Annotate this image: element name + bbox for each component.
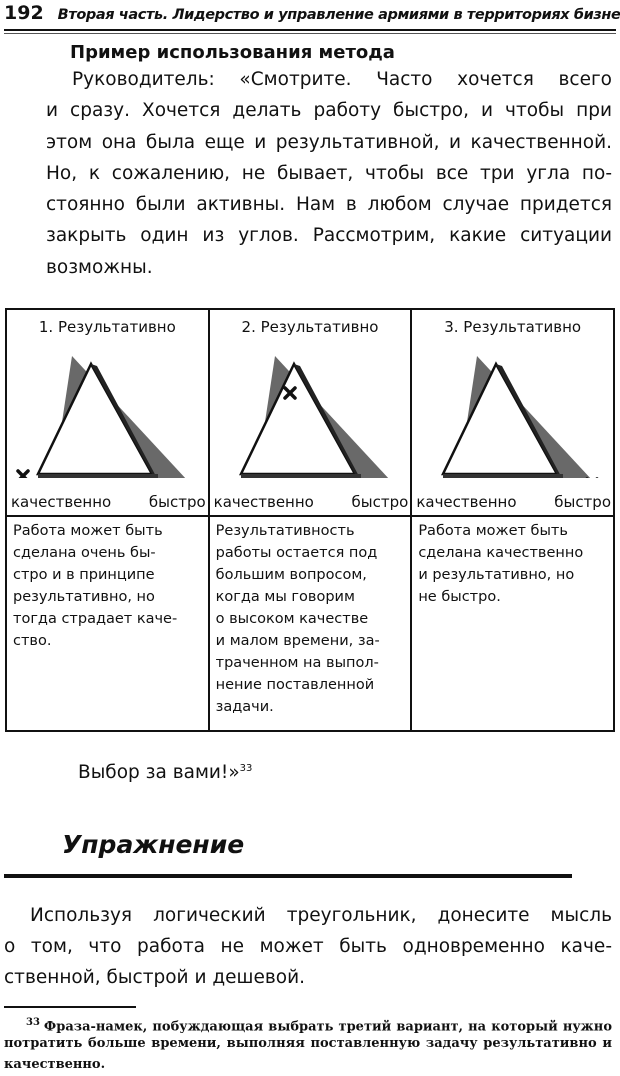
triangle-cell: 1. Результативно качественно быстро (5, 308, 210, 517)
desc-line: ство. (13, 633, 52, 649)
closing-line: Выбор за вами!»33 (78, 762, 252, 783)
desc-line: работы остается под (215, 545, 378, 561)
footnote-rule (4, 1006, 136, 1008)
corner-label-left: качественно (11, 493, 112, 511)
text-line: ственной, быстрой и дешевой. (4, 967, 305, 988)
desc-line: когда мы говорим (215, 589, 355, 605)
text-line: возможны. (46, 256, 153, 278)
text: Фраза-намек, побуждающая выбрать третий … (43, 1019, 612, 1035)
running-header: 192 Вторая часть. Лидерство и управление… (4, 2, 620, 26)
text-line: этом она была еще и результативной, и ка… (46, 131, 612, 153)
example-title: Пример использования метода (70, 42, 395, 63)
desc-line: траченном на выпол- (215, 655, 379, 671)
description-cell: Работа может быть сделана качественно и ре… (410, 515, 615, 732)
header-rule (4, 29, 616, 31)
cross-mark-icon (16, 469, 30, 478)
page-number: 192 (4, 2, 44, 24)
desc-line: результативно, но (13, 589, 155, 605)
desc-line: большим вопросом, (215, 567, 367, 583)
description-cell: Результативность работы остается под больш… (207, 515, 413, 732)
text-line: Но, к сожалению, не бывает, чтобы все тр… (46, 162, 612, 184)
text-line: стоянно были активны. Нам в любом случае… (46, 194, 612, 216)
desc-line: тогда страдает каче- (13, 611, 178, 627)
running-title: Вторая часть. Лидерство и управление арм… (57, 7, 620, 23)
text-line: Используя логический треугольник, донеси… (30, 905, 612, 926)
triangle-icon (441, 356, 599, 478)
corner-label-right: быстро (351, 493, 409, 511)
text-line: качественно. (4, 1057, 106, 1072)
cell-title: 2. Результативно (241, 318, 379, 336)
desc-line: сделана качественно (418, 545, 584, 561)
desc-line: стро и в принципе (13, 567, 155, 583)
closing-text: Выбор за вами!» (78, 762, 240, 783)
footnote-marker: 33 (26, 1017, 40, 1028)
corner-label-left: качественно (416, 493, 517, 511)
text-line: о том, что работа не может быть одноврем… (4, 936, 612, 957)
exercise-rule (4, 874, 572, 878)
desc-line: и результативно, но (418, 567, 575, 583)
desc-line: Результативность (215, 523, 355, 539)
desc-line: Работа может быть (418, 523, 568, 539)
desc-line: Работа может быть (13, 523, 163, 539)
header-rule-thin (4, 33, 616, 34)
cross-mark-icon (282, 386, 297, 400)
cell-title: 3. Результативно (444, 318, 582, 336)
triangle-cell: 3. Результативно качественно быстро (410, 308, 615, 517)
triangle-table: 1. Результативно качественно быстро 2. Р… (5, 308, 615, 732)
desc-line: о высоком качестве (215, 611, 369, 627)
desc-line: задачи. (215, 699, 274, 715)
triangle-icon (16, 356, 186, 478)
desc-line: и малом времени, за- (215, 633, 380, 649)
cell-title: 1. Результативно (38, 318, 176, 336)
example-paragraph: Руководитель: «Смотрите. Часто хочется в… (46, 64, 612, 283)
triangle-icon (238, 356, 388, 478)
exercise-paragraph: Используя логический треугольник, донеси… (4, 900, 612, 993)
desc-line: нение поставленной (215, 677, 375, 693)
desc-line: сделана очень бы- (13, 545, 156, 561)
corner-label-right: быстро (554, 493, 611, 511)
text-line: и сразу. Хочется делать работу быстро, и… (46, 100, 612, 122)
description-cell: Работа может быть сделана очень бы-стро и… (5, 515, 210, 732)
footnote-ref[interactable]: 33 (239, 762, 253, 774)
desc-line: не быстро. (418, 589, 501, 605)
text-line: потратить больше времени, выполняя поста… (4, 1036, 612, 1051)
text-line: Руководитель: «Смотрите. Часто хочется в… (72, 69, 612, 90)
triangle-cell: 2. Результативно качественно быстро (207, 308, 413, 517)
text-line: закрыть один из углов. Рассмотрим, какие… (46, 225, 612, 247)
corner-label-left: качественно (213, 493, 314, 511)
exercise-heading: Упражнение (62, 830, 245, 859)
corner-label-right: быстро (148, 493, 206, 511)
